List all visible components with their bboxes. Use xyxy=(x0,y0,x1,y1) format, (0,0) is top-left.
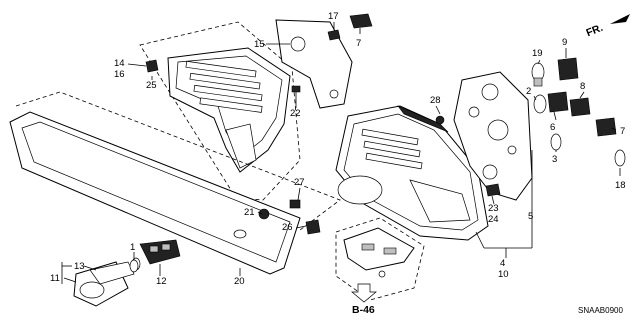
screw-23-24 xyxy=(485,183,501,197)
front-label: FR. xyxy=(584,22,604,39)
garnish-panel xyxy=(9,91,341,275)
callout-20: 20 xyxy=(234,276,245,287)
front-arrow-indicator: FR. xyxy=(584,14,630,39)
callout-24: 24 xyxy=(488,214,499,225)
callout-9: 9 xyxy=(562,37,567,48)
bracket-15 xyxy=(275,19,353,109)
callout-26: 26 xyxy=(282,222,293,233)
inner-taillight-lower-lens xyxy=(225,123,257,169)
outer-taillight-lower-lens xyxy=(409,179,471,223)
callout-27: 27 xyxy=(294,177,305,188)
callout-12: 12 xyxy=(156,276,167,287)
leader-lines xyxy=(63,22,621,283)
callout-18: 18 xyxy=(615,180,626,191)
outer-taillight-top-edge xyxy=(397,105,449,133)
bulb-18 xyxy=(614,149,626,167)
bulb-1 xyxy=(129,259,139,273)
outer-taillight-reverse-lens xyxy=(337,175,383,205)
callout-16: 16 xyxy=(114,69,125,80)
callout-14: 14 xyxy=(114,58,125,69)
callout-7-right: 7 xyxy=(620,126,625,137)
socket-12 xyxy=(139,239,181,265)
callout-2: 2 xyxy=(526,86,531,97)
callout-10: 10 xyxy=(498,269,509,280)
callout-15: 15 xyxy=(254,39,265,50)
small-parts xyxy=(129,13,626,273)
callout-17: 17 xyxy=(328,11,339,22)
callout-25: 25 xyxy=(146,80,157,91)
bulb-19 xyxy=(531,62,545,87)
lower-bracket xyxy=(343,227,415,271)
garnish-panel-inner xyxy=(21,121,291,263)
garnish-hole xyxy=(233,229,247,239)
bulb-3 xyxy=(550,133,562,151)
nut-28 xyxy=(435,115,445,125)
page-reference: B-46 xyxy=(352,304,375,316)
license-light-gasket xyxy=(89,261,135,285)
outer-taillight-led-rows xyxy=(361,128,423,170)
grommet-25 xyxy=(145,59,159,73)
socket-8 xyxy=(569,97,591,117)
callout-11: 11 xyxy=(50,273,60,284)
front-arrow-icon xyxy=(610,14,630,24)
diagram-code: SNAAB0900 xyxy=(578,306,623,315)
callout-labels: 14 16 25 15 17 7 22 28 27 21 26 20 1 12 … xyxy=(50,11,626,287)
outer-taillight-group xyxy=(335,105,489,241)
down-arrow-icon xyxy=(351,283,377,303)
callout-6: 6 xyxy=(550,122,555,133)
clip-26 xyxy=(305,219,321,235)
callout-23: 23 xyxy=(488,203,499,214)
lower-bracket-dashed-outline xyxy=(335,217,425,301)
socket-6 xyxy=(547,91,569,113)
bulb-2 xyxy=(533,94,547,114)
clip-17 xyxy=(327,29,341,41)
license-light-lens xyxy=(79,281,105,299)
connector-7-right xyxy=(595,117,617,137)
callout-3: 3 xyxy=(552,154,557,165)
callout-8: 8 xyxy=(580,81,585,92)
callout-5: 5 xyxy=(528,211,533,222)
nut-21 xyxy=(258,208,270,220)
callout-28: 28 xyxy=(430,95,441,106)
gasket-5 xyxy=(453,71,533,201)
bolt-27 xyxy=(289,199,301,209)
connector-7-top xyxy=(349,13,373,29)
callout-7-top: 7 xyxy=(356,38,361,49)
license-socket xyxy=(139,239,181,265)
callout-13: 13 xyxy=(74,261,85,272)
license-light-group xyxy=(73,257,141,307)
callout-1: 1 xyxy=(130,242,135,253)
page-ref-arrow xyxy=(351,283,377,303)
bracket-screw xyxy=(378,270,386,278)
callout-19: 19 xyxy=(532,48,543,59)
inner-taillight-led-rows xyxy=(185,60,263,113)
socket-9 xyxy=(557,57,579,81)
callout-4: 4 xyxy=(500,258,505,269)
callout-brackets xyxy=(61,262,72,284)
screw-22-head xyxy=(291,85,301,93)
garnish-dashed-guide xyxy=(15,91,341,231)
lower-bracket-group xyxy=(335,217,425,301)
inner-taillight-group xyxy=(139,21,301,201)
callout-22: 22 xyxy=(290,108,301,119)
callout-21: 21 xyxy=(244,207,255,218)
